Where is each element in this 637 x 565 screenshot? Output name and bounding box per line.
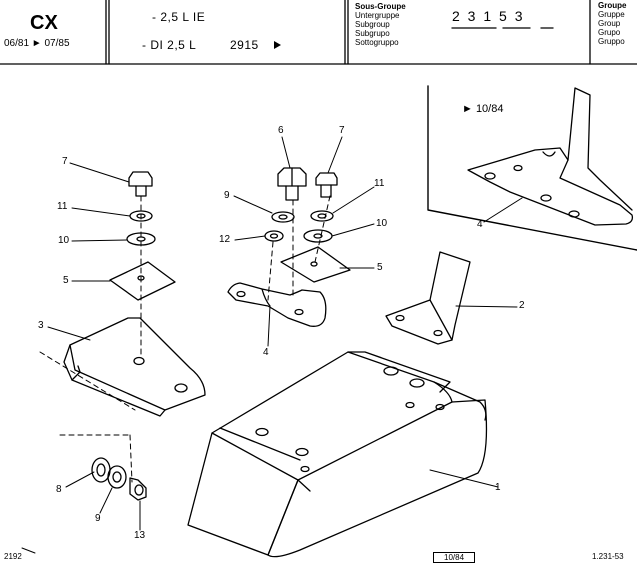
part-6-bolt-center bbox=[277, 167, 307, 201]
callout-3: 3 bbox=[38, 320, 44, 331]
callout-9: 9 bbox=[95, 513, 101, 524]
part-5-plate-left bbox=[109, 261, 176, 301]
part-11-washer-center bbox=[310, 210, 334, 222]
subgroup-label-de: Untergruppe bbox=[355, 11, 400, 20]
assembly-lines bbox=[39, 195, 331, 483]
callout-5: 5 bbox=[63, 275, 69, 286]
part-4-bracket-center bbox=[227, 282, 327, 327]
subgroup-label-it: Sottogruppo bbox=[355, 38, 399, 47]
part-7-bolt-center bbox=[315, 172, 338, 198]
callout-12: 12 bbox=[219, 234, 231, 245]
callout-6: 6 bbox=[278, 125, 284, 136]
footer-reference: 1.231-53 bbox=[592, 552, 624, 561]
callout-10-right: 10 bbox=[376, 218, 388, 229]
callout-11: 11 bbox=[57, 201, 68, 212]
header-frame bbox=[0, 0, 637, 65]
part-9-washer-lower bbox=[107, 465, 127, 489]
group-label-es: Grupo bbox=[598, 28, 621, 37]
part-5-plate-right bbox=[280, 246, 351, 283]
part-13-nut bbox=[129, 477, 147, 501]
callout-8: 8 bbox=[56, 484, 62, 495]
part-10-washer-center bbox=[303, 229, 333, 243]
inset-frame bbox=[427, 85, 637, 251]
part-7-bolt-left bbox=[128, 171, 153, 197]
subgroup-code: 2 3 1 5 3 bbox=[452, 8, 525, 24]
part-12-washer-center bbox=[264, 230, 284, 242]
model-code: CX bbox=[30, 12, 58, 34]
group-label-it: Gruppo bbox=[598, 37, 625, 46]
group-label-fr: Groupe bbox=[598, 1, 627, 10]
part-4-bracket-inset bbox=[467, 87, 634, 226]
callout-9-center: 9 bbox=[224, 190, 230, 201]
callout-13: 13 bbox=[134, 530, 146, 541]
part-1-housing bbox=[187, 351, 488, 558]
leader-lines bbox=[21, 136, 523, 554]
callout-7: 7 bbox=[62, 156, 68, 167]
inset-label: ► 10/84 bbox=[462, 103, 504, 115]
date-range: 06/81 ► 07/85 bbox=[4, 38, 70, 49]
arrow-right-icon bbox=[274, 41, 281, 49]
group-label-de: Gruppe bbox=[598, 10, 625, 19]
footer-left-code: 2192 bbox=[4, 552, 22, 561]
callout-5-right: 5 bbox=[377, 262, 383, 273]
callout-10: 10 bbox=[58, 235, 70, 246]
engine-variant-1: - 2,5 L IE bbox=[152, 10, 206, 24]
part-3-plate bbox=[63, 317, 206, 417]
callout-2: 2 bbox=[519, 300, 525, 311]
part-2-bracket bbox=[385, 251, 471, 345]
callout-4: 4 bbox=[263, 347, 269, 358]
subgroup-label-en: Subgroup bbox=[355, 20, 390, 29]
callout-11-right: 11 bbox=[374, 178, 385, 189]
callout-4-inset: 4 bbox=[477, 219, 483, 230]
part-8-washer-lower bbox=[91, 457, 111, 483]
callout-1: 1 bbox=[495, 482, 501, 493]
subgroup-label-fr: Sous-Groupe bbox=[355, 2, 406, 11]
part-9-washer-center bbox=[271, 211, 295, 223]
group-label-en: Group bbox=[598, 19, 621, 28]
subgroup-label-es: Subgrupo bbox=[355, 29, 390, 38]
footer-date: 10/84 bbox=[433, 552, 476, 563]
engine-variant-2: - DI 2,5 L bbox=[142, 38, 197, 52]
engine-variant-2-code: 2915 bbox=[230, 38, 259, 52]
callout-7-center: 7 bbox=[339, 125, 345, 136]
